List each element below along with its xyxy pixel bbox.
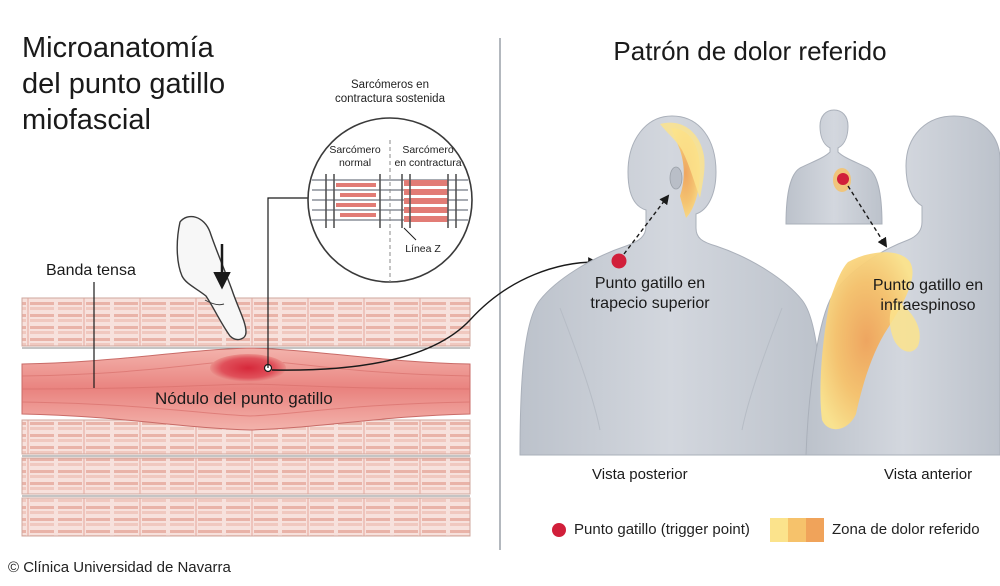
finger-illustration — [176, 215, 247, 341]
posterior-body — [519, 115, 823, 456]
infraspinatus-trigger-point — [837, 173, 849, 185]
mini-back-figure — [785, 109, 883, 225]
referral-arrow-anterior — [847, 185, 888, 248]
taut-band — [21, 347, 471, 431]
link-arrow — [271, 257, 598, 371]
legend-zone-text: Zona de dolor referido — [832, 521, 980, 538]
inset-zline-label: Línea Z — [405, 243, 441, 255]
left-panel-title: Microanatomía del punto gatillo miofasci… — [22, 32, 226, 136]
infraspinatus-label: Punto gatillo en infraespinoso — [872, 277, 984, 314]
legend-trigger-text: Punto gatillo (trigger point) — [574, 521, 750, 538]
legend-trigger-swatch — [552, 523, 566, 537]
nodule-label: Nódulo del punto gatillo — [155, 389, 333, 408]
trigger-nodule — [210, 354, 286, 382]
sarcomere-inset — [307, 117, 473, 283]
inset-leader — [267, 197, 308, 368]
inset-title: Sarcómeros en contractura sostenida — [335, 79, 445, 105]
anterior-view-label: Vista anterior — [884, 466, 973, 483]
trapezius-trigger-point — [611, 253, 627, 269]
right-panel-title: Patrón de dolor referido — [613, 36, 887, 66]
anterior-body — [805, 115, 1000, 456]
inset-contracted-label: Sarcómero en contractura — [394, 144, 462, 169]
posterior-view-label: Vista posterior — [592, 466, 688, 483]
copyright: © Clínica Universidad de Navarra — [8, 559, 231, 576]
referral-arrow-posterior — [623, 194, 670, 255]
inset-normal-label: Sarcómero normal — [329, 144, 381, 169]
muscle-fibers — [21, 297, 471, 537]
taut-band-label: Banda tensa — [46, 262, 136, 279]
legend-zone-swatch — [770, 518, 824, 542]
trapezius-label: Punto gatillo en trapecio superior — [590, 275, 710, 312]
